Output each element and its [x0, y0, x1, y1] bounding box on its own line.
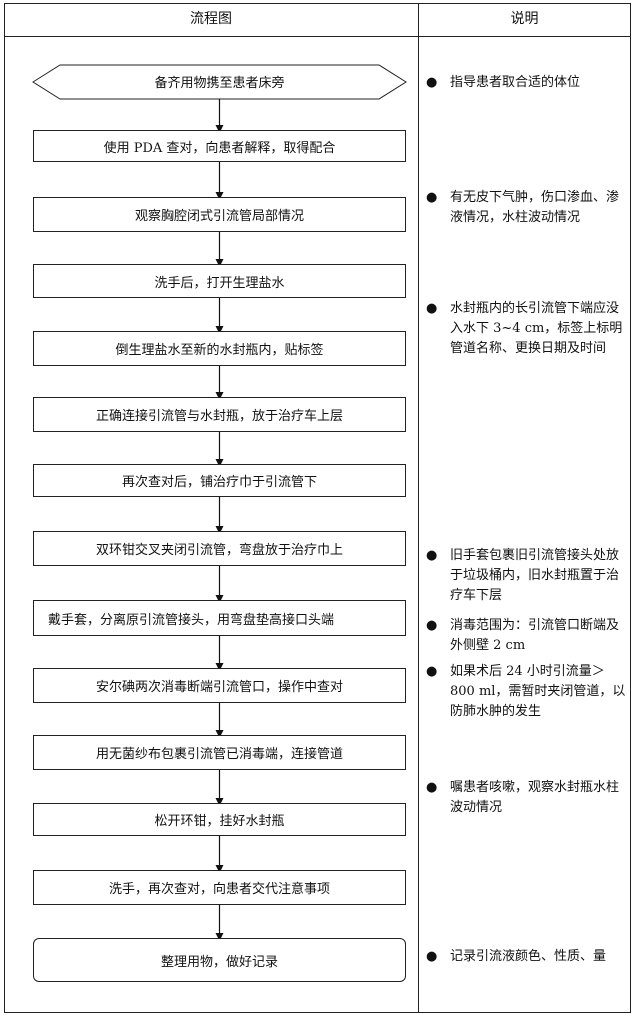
note-3-text: 水封瓶内的长引流管下端应没入水下 3~4 cm，标签上标明管道名称、更换日期及时… [450, 301, 623, 356]
note-column-header: 说明 [510, 11, 539, 27]
note-2-text: 有无皮下气肿，伤口渗血、渗液情况，水柱波动情况 [450, 190, 620, 225]
step-9-box: 戴手套，分离原引流管接头，用弯盘垫高接口头端 [33, 600, 406, 636]
note-4-text: 旧手套包裹旧引流管接头处放于垃圾桶内，旧水封瓶置于治疗车下层 [450, 548, 620, 603]
note-6-text: 如果术后 24 小时引流量＞800 ml，需暂时夹闭管道，以防肺水肿的发生 [450, 664, 626, 719]
bullet-icon: ● [426, 664, 438, 679]
header-divider [4, 36, 631, 37]
step-2-box: 使用 PDA 查对，向患者解释，取得配合 [33, 130, 406, 162]
note-1-text: 指导患者取合适的体位 [450, 75, 581, 90]
bullet-icon: ● [426, 949, 438, 964]
step-14-end-box: 整理用物，做好记录 [33, 938, 406, 982]
step-12-box: 松开环钳，挂好水封瓶 [33, 803, 406, 836]
bullet-icon: ● [426, 548, 438, 563]
bullet-icon: ● [426, 301, 438, 316]
note-8: ● 记录引流液颜色、性质、量 [426, 947, 626, 967]
start-hexagon-shape [32, 64, 407, 100]
step-10-box: 安尔碘两次消毒断端引流管口，操作中查对 [33, 668, 406, 703]
step-4-box: 洗手后，打开生理盐水 [33, 264, 406, 298]
step-5-box: 倒生理盐水至新的水封瓶内，贴标签 [33, 331, 406, 366]
note-7: ● 嘱患者咳嗽，观察水封瓶水柱波动情况 [426, 778, 626, 818]
step-1-start: 备齐用物携至患者床旁 [154, 76, 285, 91]
note-7-text: 嘱患者咳嗽，观察水封瓶水柱波动情况 [450, 780, 620, 815]
bullet-icon: ● [426, 780, 438, 795]
note-2: ● 有无皮下气肿，伤口渗血、渗液情况，水柱波动情况 [426, 188, 626, 228]
bullet-icon: ● [426, 190, 438, 205]
note-5-text: 消毒范围为：引流管口断端及外侧壁 2 cm [450, 618, 620, 653]
step-11-box: 用无菌纱布包裹引流管已消毒端，连接管道 [33, 735, 406, 770]
column-divider [418, 3, 419, 1013]
note-5: ● 消毒范围为：引流管口断端及外侧壁 2 cm [426, 616, 626, 656]
note-4: ● 旧手套包裹旧引流管接头处放于垃圾桶内，旧水封瓶置于治疗车下层 [426, 546, 626, 606]
note-8-text: 记录引流液颜色、性质、量 [450, 949, 607, 964]
step-6-box: 正确连接引流管与水封瓶，放于治疗车上层 [33, 397, 406, 432]
bullet-icon: ● [426, 618, 438, 633]
bullet-icon: ● [426, 75, 438, 90]
step-7-box: 再次查对后，铺治疗巾于引流管下 [33, 464, 406, 497]
step-3-box: 观察胸腔闭式引流管局部情况 [33, 197, 406, 232]
flow-column-header: 流程图 [190, 11, 232, 27]
table-frame [4, 3, 631, 1013]
step-8-box: 双环钳交叉夹闭引流管，弯盘放于治疗巾上 [33, 531, 406, 566]
note-6: ● 如果术后 24 小时引流量＞800 ml，需暂时夹闭管道，以防肺水肿的发生 [426, 662, 626, 722]
step-13-box: 洗手，再次查对，向患者交代注意事项 [33, 870, 406, 905]
note-1: ● 指导患者取合适的体位 [426, 73, 626, 93]
note-3: ● 水封瓶内的长引流管下端应没入水下 3~4 cm，标签上标明管道名称、更换日期… [426, 299, 626, 359]
